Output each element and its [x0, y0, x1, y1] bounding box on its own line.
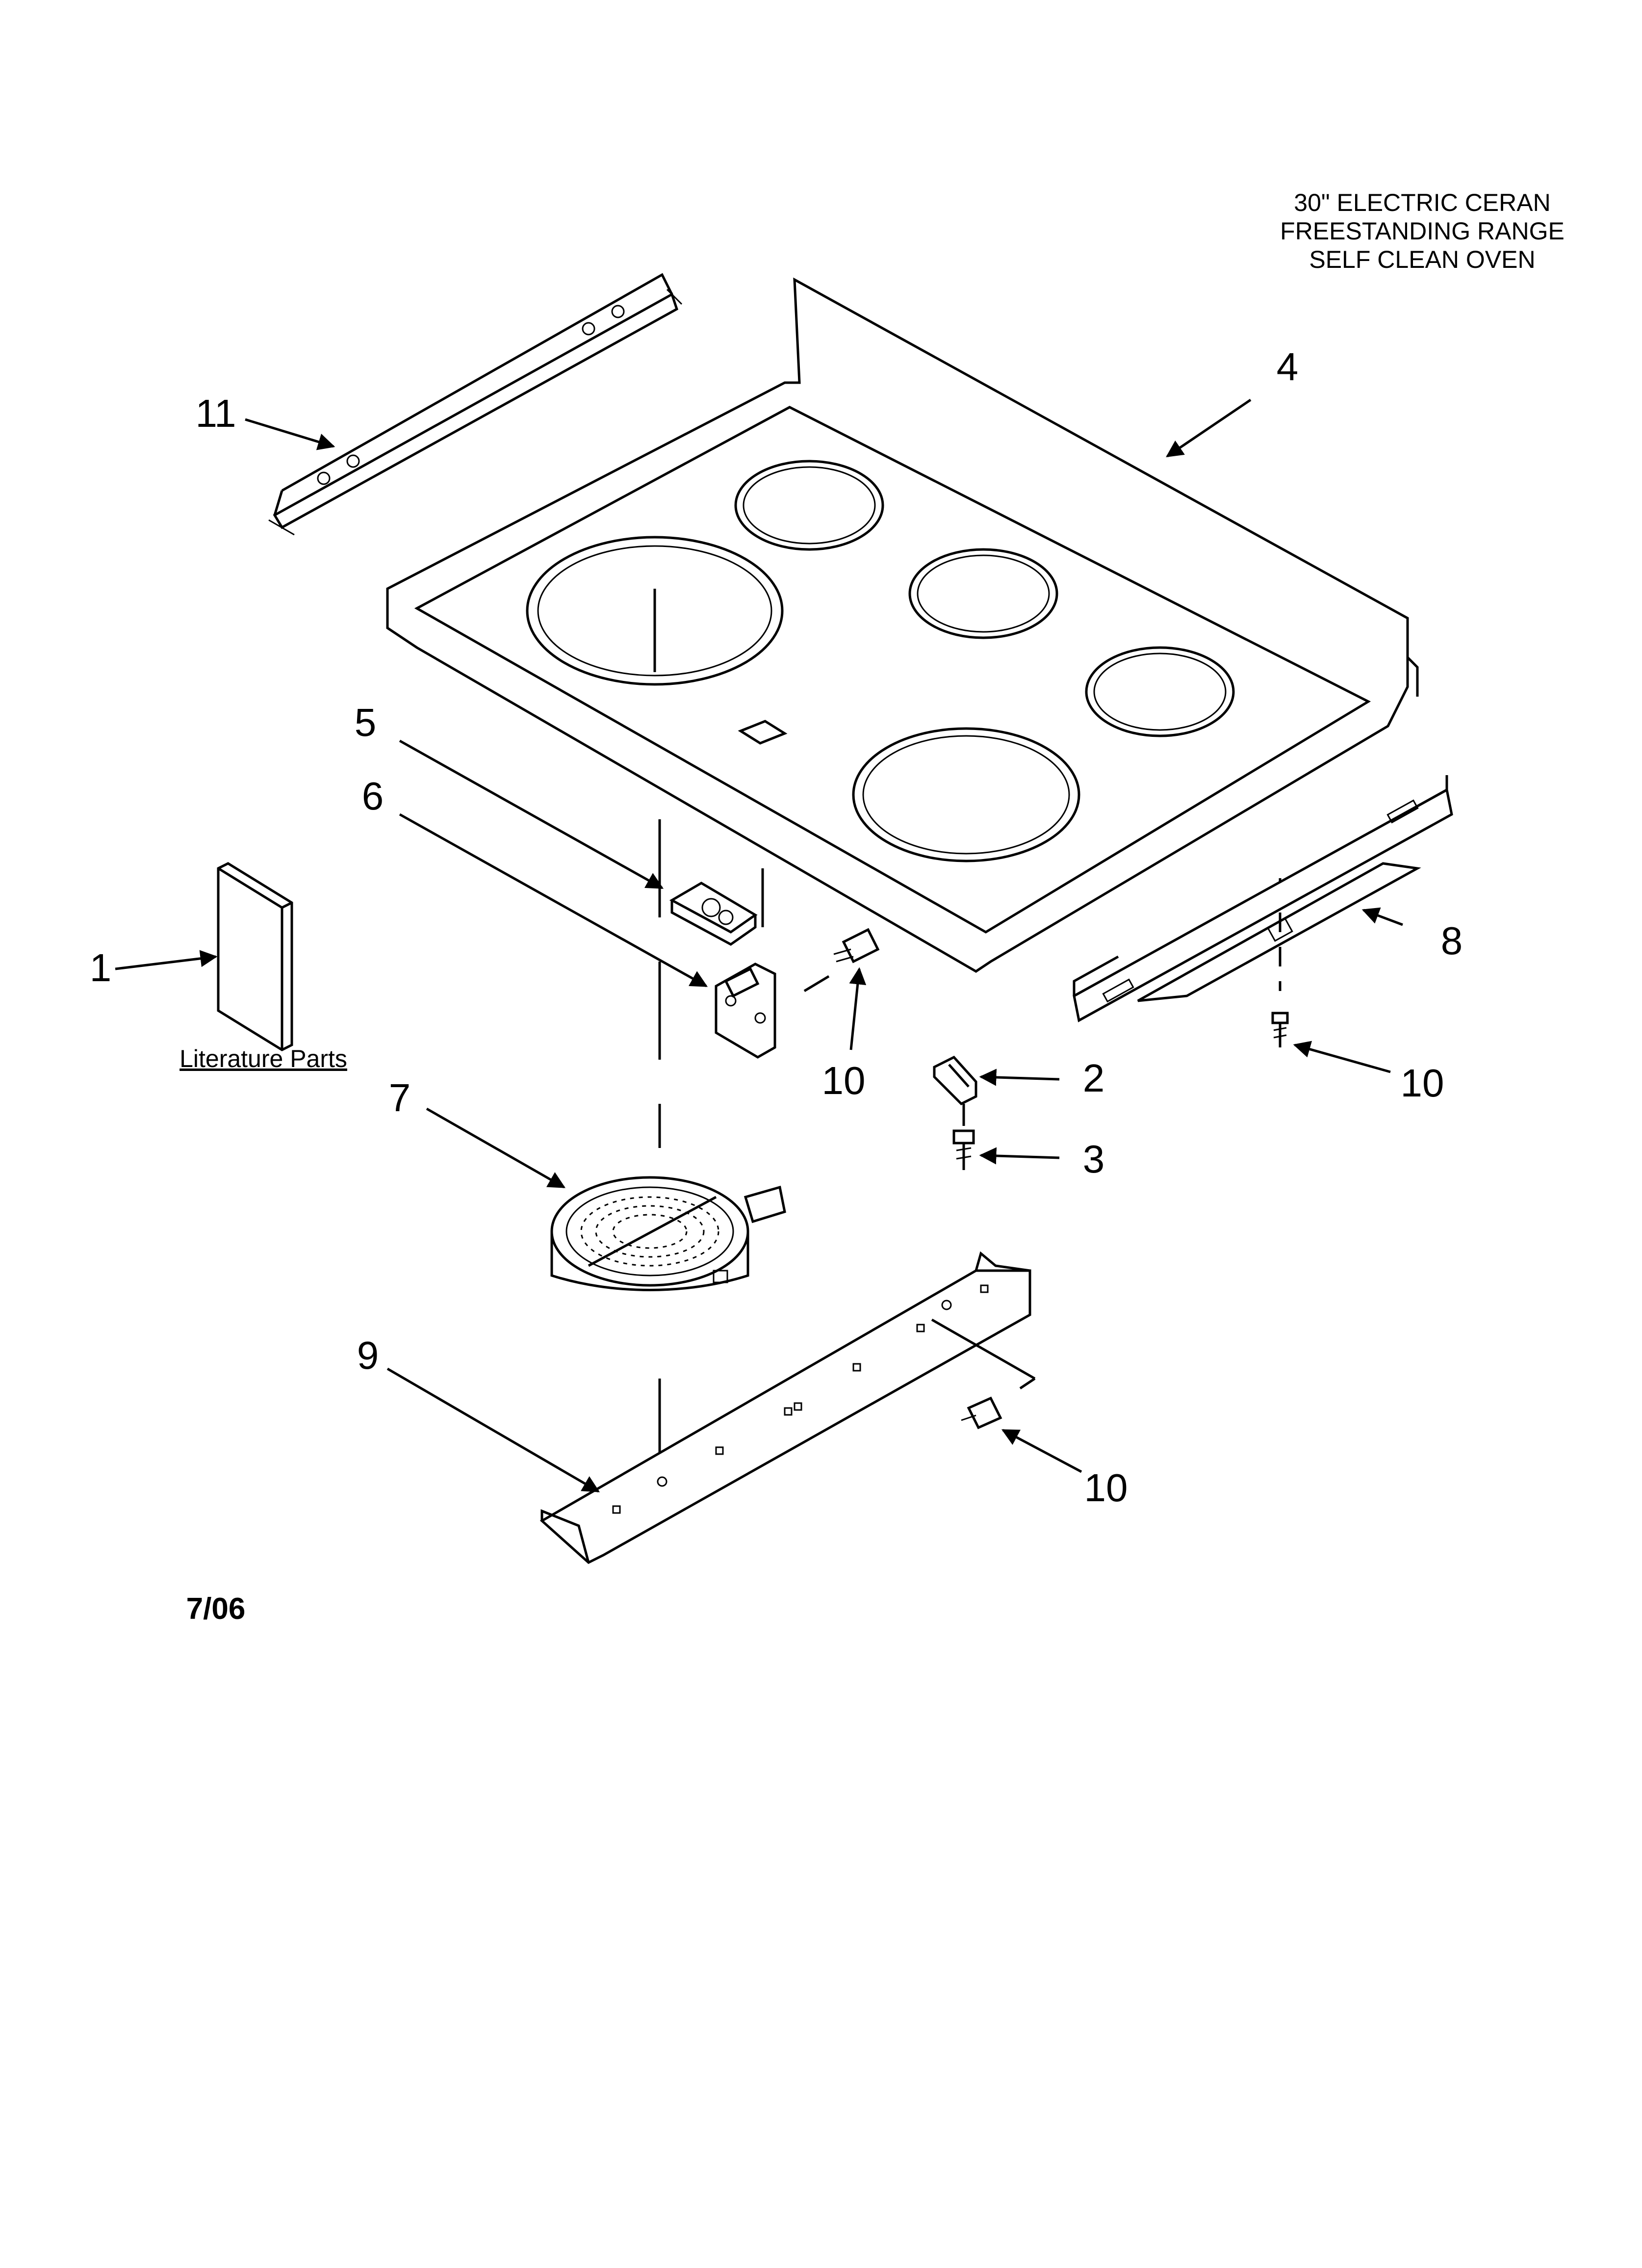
part-11-rear-trim — [268, 273, 683, 536]
part-3-screw — [952, 1129, 975, 1170]
part-4-cooktop — [386, 277, 1419, 973]
callout-5: 5 — [355, 701, 377, 744]
leader-2 — [979, 1069, 1060, 1086]
callout-1: 1 — [90, 946, 112, 990]
leader-5 — [399, 739, 664, 889]
title-line-2: FREESTANDING RANGE — [1280, 217, 1565, 245]
title-line-3: SELF CLEAN OVEN — [1309, 246, 1535, 273]
literature-parts-label: Literature Parts — [180, 1045, 347, 1072]
assembly-line-screw — [803, 975, 830, 992]
part-10-screw-right — [1271, 1012, 1289, 1047]
revision-date: 7/06 — [186, 1592, 246, 1626]
assembly-line-lower-screw — [931, 1318, 1036, 1380]
callout-10-right: 10 — [1401, 1061, 1444, 1105]
leader-8 — [1361, 907, 1403, 926]
title-line-1: 30" ELECTRIC CERAN — [1294, 189, 1550, 216]
callout-9: 9 — [357, 1333, 379, 1377]
leader-10-right — [1293, 1041, 1391, 1073]
assembly-line-lower-screw-end — [1019, 1377, 1036, 1390]
part-1-literature — [217, 862, 293, 1051]
diagram-title: 30" ELECTRIC CERAN FREESTANDING RANGE SE… — [1280, 189, 1565, 273]
part-10-screw-lower — [961, 1396, 1002, 1430]
part-10-screw-upper — [833, 928, 880, 964]
part-5-switch — [669, 882, 758, 946]
part-9-support — [539, 1251, 1031, 1564]
callout-11: 11 — [195, 391, 236, 435]
leader-3 — [979, 1147, 1060, 1165]
leader-10-lower — [1001, 1429, 1082, 1473]
leader-10-upper — [849, 967, 867, 1050]
part-2-clip — [933, 1055, 977, 1106]
leader-6 — [399, 813, 708, 988]
callout-4: 4 — [1277, 345, 1299, 389]
leader-9 — [386, 1367, 600, 1493]
callout-3: 3 — [1083, 1137, 1105, 1181]
part-6-bracket — [715, 963, 776, 1059]
callout-10-lower: 10 — [1084, 1466, 1128, 1510]
callout-8: 8 — [1441, 919, 1463, 963]
leader-4 — [1166, 398, 1252, 458]
callout-6: 6 — [362, 774, 384, 818]
callout-7: 7 — [389, 1076, 411, 1120]
callout-10-upper: 10 — [822, 1059, 866, 1102]
callout-2: 2 — [1083, 1056, 1105, 1100]
leader-7 — [426, 1107, 566, 1189]
leader-1 — [115, 950, 218, 970]
part-8-bracket — [1073, 775, 1453, 1022]
part-7-element — [550, 1176, 786, 1291]
leader-11 — [245, 418, 335, 450]
